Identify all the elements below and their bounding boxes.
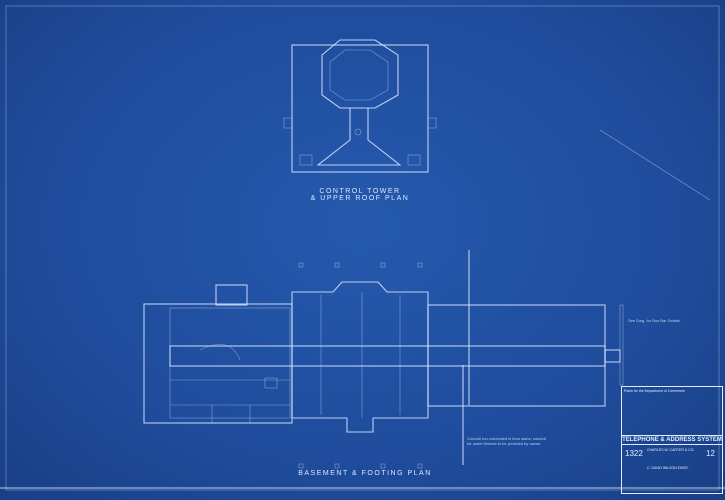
basement-plan [143,250,621,469]
upper-plan-title-line-1: CONTROL TOWER [319,188,401,195]
title-block-header: Plans for the Department of Commerce [624,389,685,393]
drawing-number: 1322 [625,449,643,458]
architect-name: CHARLES W. CARTER & CO. [647,448,695,452]
engineer-name: C. DAVID WILSON ENGR. [647,466,689,470]
control-tower-plan [283,39,437,173]
sheet-border [5,5,720,491]
system-title: TELEPHONE & ADDRESS SYSTEM [622,435,722,445]
title-block: Plans for the Department of Commerce TEL… [621,386,723,494]
section-line [599,129,711,201]
lower-plan-title: BASEMENT & FOOTING PLAN [298,470,432,477]
sheet-number: 12 [706,449,715,458]
upper-plan-title-line-2: & UPPER ROOF PLAN [310,195,410,202]
upper-plan-title: CONTROL TOWER & UPPER ROOF PLAN [300,188,420,202]
lower-note: Conduit run concealed in floor slabs; co… [467,436,546,446]
right-note: See Dwg. for Bus Bar Details [628,318,680,323]
